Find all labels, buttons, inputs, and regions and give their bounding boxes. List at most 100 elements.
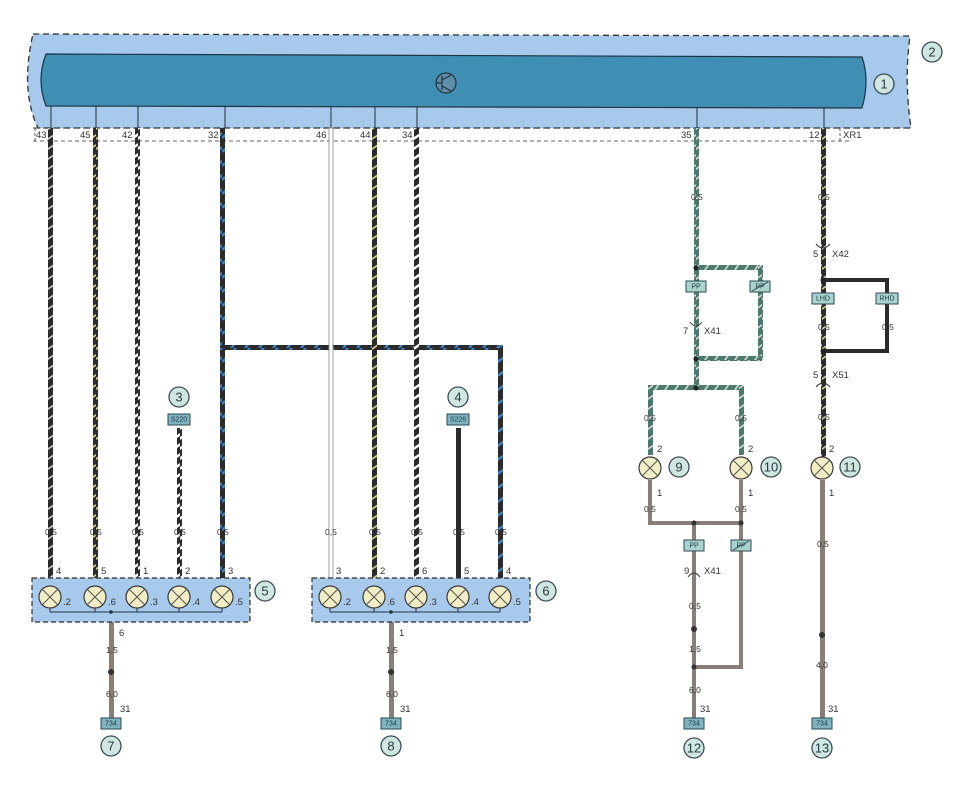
wire-34	[414, 128, 419, 583]
gauge-label: 0,5	[132, 527, 144, 537]
gauge-label: 0,5	[369, 527, 381, 537]
lamp-block6-1	[318, 585, 342, 609]
gauge-label: 0,5	[817, 539, 829, 549]
wire-43	[48, 128, 53, 583]
gauge-label: 0,5	[818, 192, 830, 202]
wires-block5	[48, 128, 503, 583]
tag-rhd: RHD	[879, 296, 894, 303]
lamp-pin: .5	[235, 597, 243, 608]
gauge-label: 0,5	[818, 322, 830, 332]
lamp-block6-2	[362, 585, 386, 609]
lamp-11	[810, 456, 834, 480]
wire-32-drop	[498, 345, 503, 583]
wire-pin: 5	[464, 566, 469, 577]
lamp-block6-3	[404, 585, 428, 609]
lamp-9	[638, 456, 662, 480]
pin-42: 42	[122, 130, 133, 141]
svg-text:13: 13	[815, 741, 829, 756]
pin-34: 34	[402, 130, 413, 141]
block-out-pin: 6	[119, 628, 124, 639]
pin-12: 12	[809, 130, 820, 141]
lamp-block5-4	[167, 585, 191, 609]
component-number-6: 6	[535, 580, 557, 602]
block-lamps: .240,5.650,5.310,5.420,5.530,561,56,031.…	[38, 527, 521, 715]
gauge-label: 1,5	[689, 644, 701, 654]
connector-symbols	[687, 243, 831, 578]
tag-734-12: 734	[688, 721, 700, 728]
ground-pin: 31	[700, 704, 711, 715]
wire-pin: 2	[185, 566, 190, 577]
wire-pin: 2	[380, 566, 385, 577]
ground-wires	[108, 480, 825, 724]
connector-x41-top: X41	[704, 326, 721, 337]
option-tags: PP PP PP PP LHD RHD	[683, 280, 899, 552]
svg-text:5: 5	[813, 249, 818, 260]
tag-pp-1: PP	[691, 284, 701, 291]
svg-text:9: 9	[684, 566, 689, 577]
wire-pin: 4	[56, 566, 61, 577]
wire-35-group	[648, 128, 763, 455]
lamp-pin: .4	[471, 597, 479, 608]
wire-s220	[177, 428, 182, 583]
component-number-10: 10	[760, 456, 782, 478]
lamp-pin: .5	[513, 597, 521, 608]
wire-32	[220, 128, 225, 583]
component-number-8: 8	[380, 735, 402, 757]
wire-32-cross	[220, 345, 502, 350]
tag-734-7: 734	[105, 721, 117, 728]
pin-45: 45	[80, 130, 91, 141]
svg-text:12: 12	[687, 741, 701, 756]
gauge-label: 1,5	[386, 645, 398, 655]
gauge-label: 0,5	[411, 527, 423, 537]
wire-pin: 5	[101, 566, 106, 577]
component-number-11: 11	[839, 456, 861, 478]
wire-pin: 4	[506, 566, 511, 577]
lamp-in-pin: 2	[657, 444, 662, 455]
svg-text:4: 4	[454, 390, 461, 405]
component-number-4: 4	[447, 386, 469, 408]
lamp-10	[729, 456, 753, 480]
lamp-pin: .6	[108, 597, 116, 608]
lamp-block5-5	[210, 585, 234, 609]
lamp-block6-5	[488, 585, 512, 609]
lamp-block6-4	[446, 585, 470, 609]
gauge-label: 0,5	[174, 527, 186, 537]
ground-pin: 31	[400, 704, 411, 715]
lamp-block5-3	[125, 585, 149, 609]
lamp-in-pin: 2	[829, 444, 834, 455]
gauge-label: 0,5	[325, 527, 337, 537]
gauge-label: 0,5	[90, 527, 102, 537]
gauge-label: 6,0	[689, 685, 701, 695]
gauge-label: 0,5	[691, 192, 703, 202]
pin-44: 44	[360, 130, 371, 141]
wire-pin: 1	[143, 566, 148, 577]
lamp-pin: .2	[343, 597, 351, 608]
tag-lhd: LHD	[816, 296, 830, 303]
component-number-3: 3	[168, 386, 190, 408]
svg-text:2: 2	[928, 45, 935, 60]
lamp-out-pin: 1	[829, 488, 834, 499]
wire-s226	[456, 428, 461, 583]
wires-block6	[328, 127, 461, 584]
lamp-pin: .6	[387, 597, 395, 608]
wire-pin: 6	[422, 566, 427, 577]
gauge-label: 6,0	[386, 689, 398, 699]
pin-46: 46	[316, 130, 327, 141]
component-number-2: 2	[921, 41, 943, 63]
gauge-label: 0,5	[818, 412, 830, 422]
block-out-pin: 1	[399, 628, 404, 639]
gauge-label: 0,5	[644, 413, 656, 423]
gauge-label: 0,5	[735, 413, 747, 423]
internal-leads	[50, 106, 825, 128]
svg-text:10: 10	[764, 460, 778, 475]
connector-xr1-label: XR1	[843, 130, 861, 141]
tag-734-13: 734	[816, 721, 828, 728]
component-number-12: 12	[683, 737, 705, 759]
lamp-pin: .4	[192, 597, 200, 608]
gauge-label: 0,5	[495, 527, 507, 537]
tag-734-8: 734	[385, 721, 397, 728]
ground-pin: 31	[120, 704, 131, 715]
